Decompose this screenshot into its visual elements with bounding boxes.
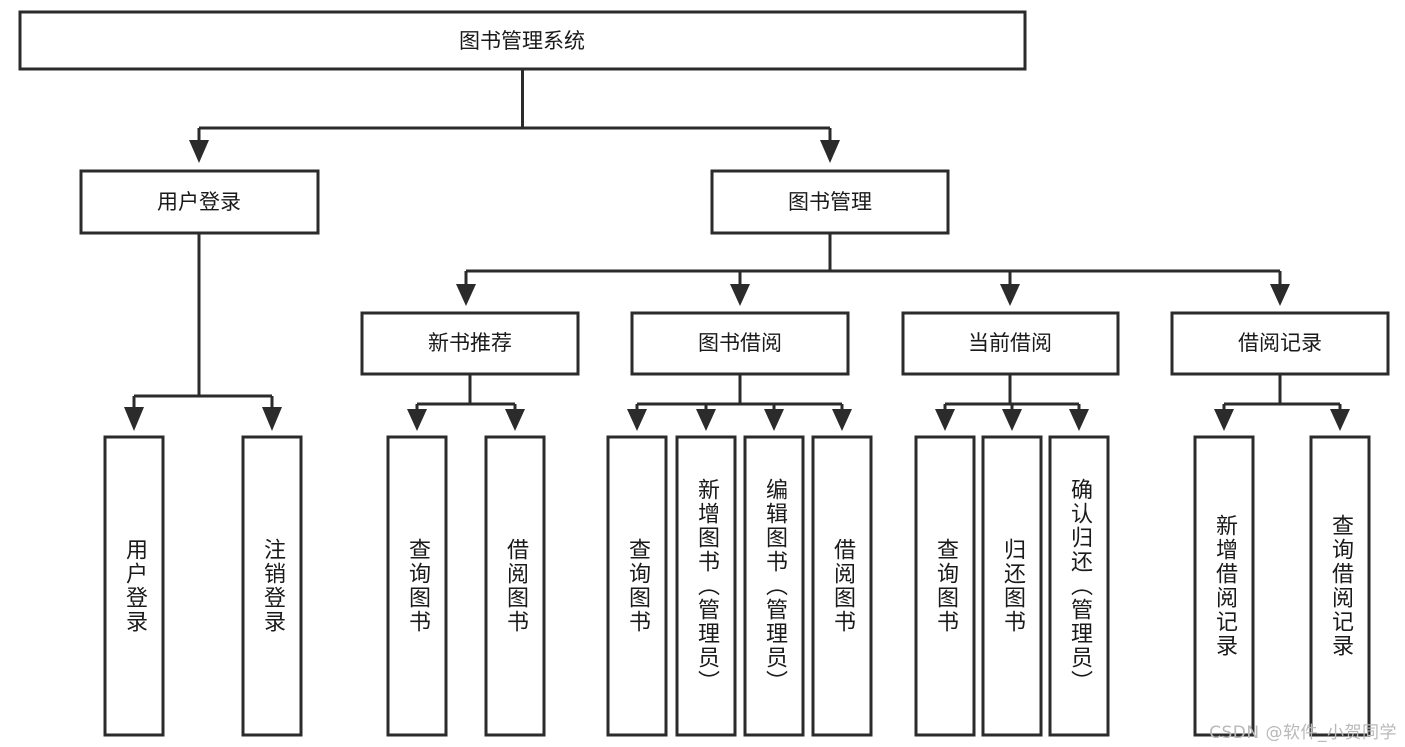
- arrow-head-icon: [627, 409, 647, 431]
- leaf-box-user-login[interactable]: [103, 435, 165, 737]
- node-book-management-label: 图书管理: [788, 190, 872, 214]
- arrow-head-icon: [189, 140, 209, 163]
- arrow-head-icon: [935, 409, 955, 431]
- node-new-book-recommend-box[interactable]: [360, 311, 580, 376]
- arrow-head-icon: [1000, 284, 1020, 306]
- node-root-label: 图书管理系统: [459, 29, 585, 53]
- leaf-box-newbook-borrow[interactable]: [484, 435, 546, 737]
- leaf-box-current-query[interactable]: [914, 435, 976, 737]
- node-user-login-label: 用户登录: [157, 190, 241, 214]
- arrow-head-icon: [1214, 409, 1234, 431]
- connectors-user-to-leaves: [124, 233, 282, 431]
- node-user-login[interactable]: 用户登录: [79, 169, 320, 235]
- leaf-box-borrow-edit[interactable]: [743, 435, 805, 737]
- node-book-management[interactable]: 图书管理: [710, 169, 950, 235]
- arrow-head-icon: [832, 409, 852, 431]
- arrow-head-icon: [505, 409, 525, 431]
- arrow-head-icon: [124, 407, 144, 431]
- node-borrow-record[interactable]: 借阅记录: [1170, 311, 1390, 376]
- leaf-box-current-return[interactable]: [981, 435, 1043, 737]
- leaf-box-user-logout[interactable]: [241, 435, 303, 737]
- node-book-borrow[interactable]: 图书借阅: [630, 311, 850, 376]
- connectors-record-to-leaves: [1214, 374, 1350, 431]
- node-book-management-box[interactable]: [710, 169, 950, 235]
- node-root[interactable]: 图书管理系统: [18, 10, 1027, 71]
- arrow-head-icon: [730, 284, 750, 306]
- leaf-box-record-add[interactable]: [1193, 435, 1255, 737]
- leaf-box-borrow-add[interactable]: [675, 435, 737, 737]
- connectors-borrow-to-leaves: [627, 374, 852, 431]
- connectors-root-to-level1: [189, 69, 840, 163]
- arrow-head-icon: [407, 409, 427, 431]
- connectors-book-to-level2: [456, 233, 1290, 306]
- leaf-box-current-confirm[interactable]: [1048, 435, 1110, 737]
- node-current-borrow-label: 当前借阅: [968, 331, 1052, 355]
- arrow-head-icon: [696, 409, 716, 431]
- connectors-newbook-to-leaves: [407, 374, 525, 431]
- node-book-borrow-box[interactable]: [630, 311, 850, 376]
- node-current-borrow-box[interactable]: [901, 311, 1120, 376]
- node-book-borrow-label: 图书借阅: [698, 331, 782, 355]
- node-borrow-record-box[interactable]: [1170, 311, 1390, 376]
- leaf-box-newbook-query[interactable]: [386, 435, 448, 737]
- arrow-head-icon: [262, 407, 282, 431]
- leaf-box-borrow-query[interactable]: [606, 435, 668, 737]
- arrow-head-icon: [456, 284, 476, 306]
- node-root-box[interactable]: [18, 10, 1027, 71]
- arrow-head-icon: [1002, 409, 1022, 431]
- csdn-watermark: CSDN @软件_小贺同学: [1209, 723, 1397, 743]
- leaf-box-record-query[interactable]: [1309, 435, 1371, 737]
- node-borrow-record-label: 借阅记录: [1238, 331, 1322, 355]
- leaf-box-borrow-lend[interactable]: [811, 435, 873, 737]
- arrow-head-icon: [764, 409, 784, 431]
- arrow-head-icon: [1270, 284, 1290, 306]
- node-new-book-recommend-label: 新书推荐: [428, 331, 512, 355]
- node-user-login-box[interactable]: [79, 169, 320, 235]
- node-new-book-recommend[interactable]: 新书推荐: [360, 311, 580, 376]
- arrow-head-icon: [820, 140, 840, 163]
- node-current-borrow[interactable]: 当前借阅: [901, 311, 1120, 376]
- arrow-head-icon: [1069, 409, 1089, 431]
- connectors-current-to-leaves: [935, 374, 1089, 431]
- arrow-head-icon: [1330, 409, 1350, 431]
